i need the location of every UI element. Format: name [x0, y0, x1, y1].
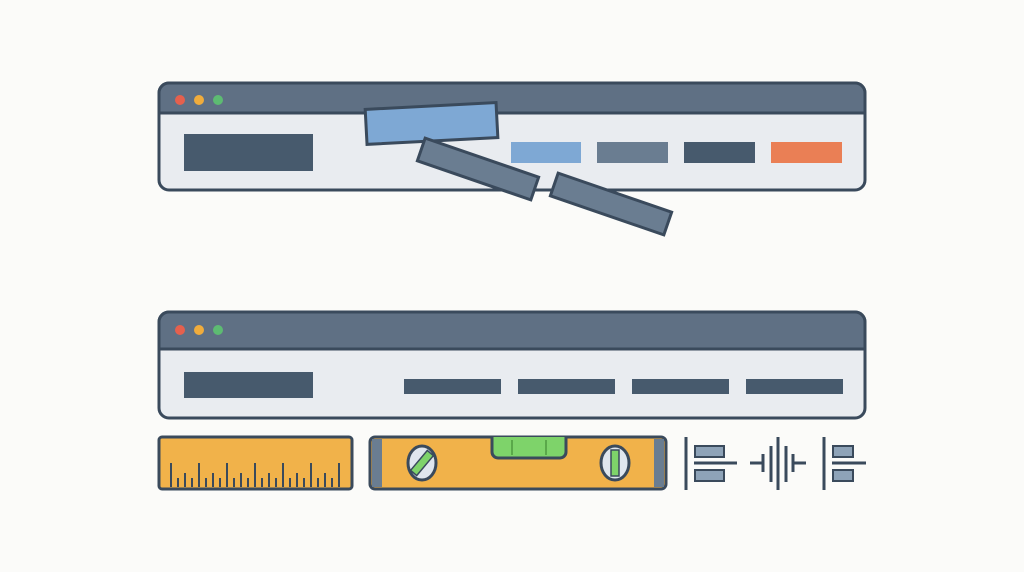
minimize-dot-icon: [194, 95, 204, 105]
floating-nav-block-blue: [363, 100, 500, 146]
window-titlebar: [157, 310, 867, 351]
minimize-dot-icon: [194, 325, 204, 335]
aligned-browser-window: [157, 310, 867, 420]
misaligned-browser-window: [157, 81, 867, 237]
close-dot-icon: [175, 95, 185, 105]
close-dot-icon: [175, 325, 185, 335]
floating-nav-block-gray-2: [548, 171, 674, 237]
nav-item: [518, 379, 615, 394]
floating-nav-block-gray-1: [415, 136, 541, 202]
nav-item-orange: [771, 142, 842, 163]
align-center-icon: [750, 437, 806, 490]
nav-item-blue: [511, 142, 581, 163]
nav-item-gray: [597, 142, 668, 163]
right-vial: [599, 444, 631, 482]
maximize-dot-icon: [213, 325, 223, 335]
window-titlebar: [157, 81, 867, 115]
left-vial: [406, 444, 438, 482]
logo-block: [184, 372, 313, 398]
maximize-dot-icon: [213, 95, 223, 105]
align-left-icon: [684, 437, 737, 490]
bubble-vial: [490, 437, 568, 460]
align-distribute-icon: [822, 437, 866, 490]
nav-item: [404, 379, 501, 394]
ruler-icon: [157, 435, 354, 491]
nav-item: [746, 379, 843, 394]
spirit-level-icon: [368, 435, 668, 491]
logo-block: [184, 134, 313, 171]
nav-item: [632, 379, 729, 394]
nav-item-dark: [684, 142, 755, 163]
